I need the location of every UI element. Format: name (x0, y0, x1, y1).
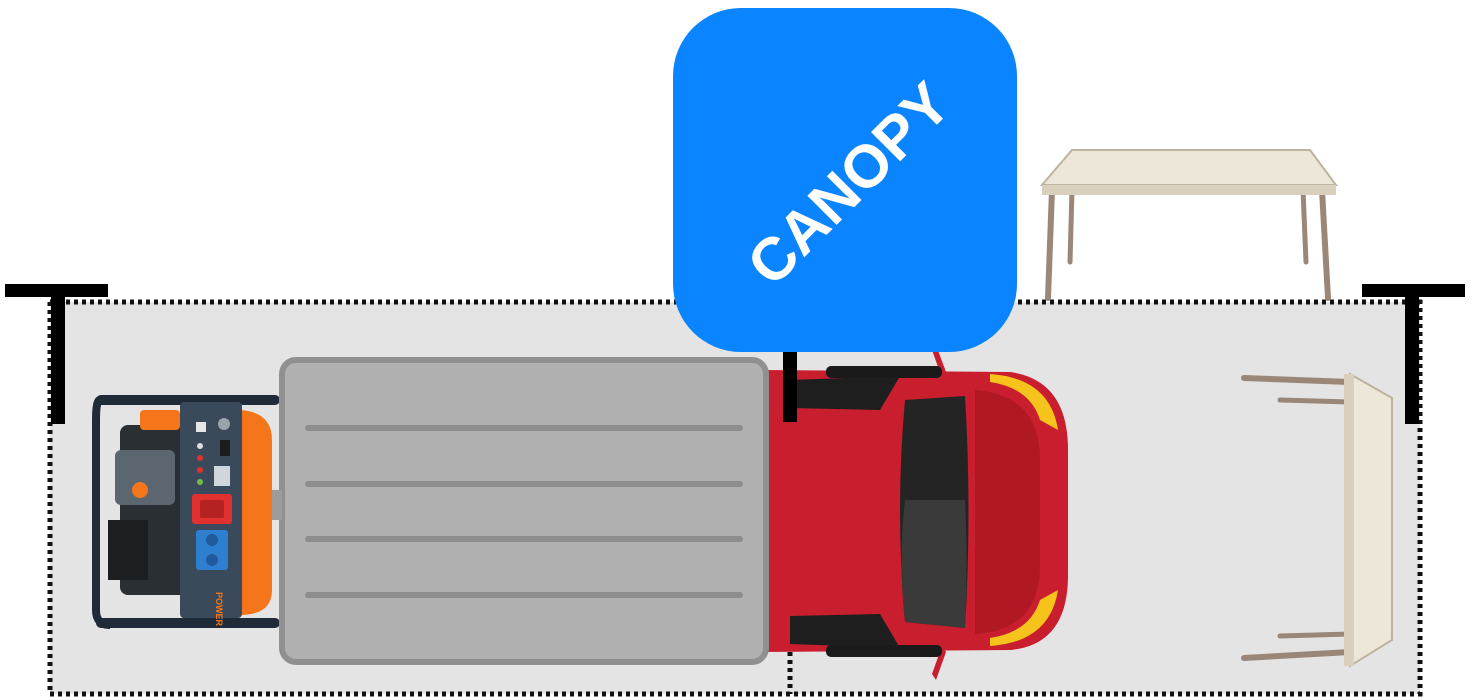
table-icon (1039, 149, 1338, 301)
boundary-marker-left (5, 284, 108, 424)
truck-icon (272, 345, 1068, 680)
generator-brand-label: POWER (214, 592, 224, 627)
canopy-icon: CANOPY (673, 8, 1017, 422)
generator-icon: POWER (92, 395, 280, 629)
boundary-marker-right (1362, 284, 1465, 424)
table-icon (1241, 372, 1393, 668)
canopy-square (673, 8, 1017, 352)
canopy-pole (783, 340, 797, 422)
